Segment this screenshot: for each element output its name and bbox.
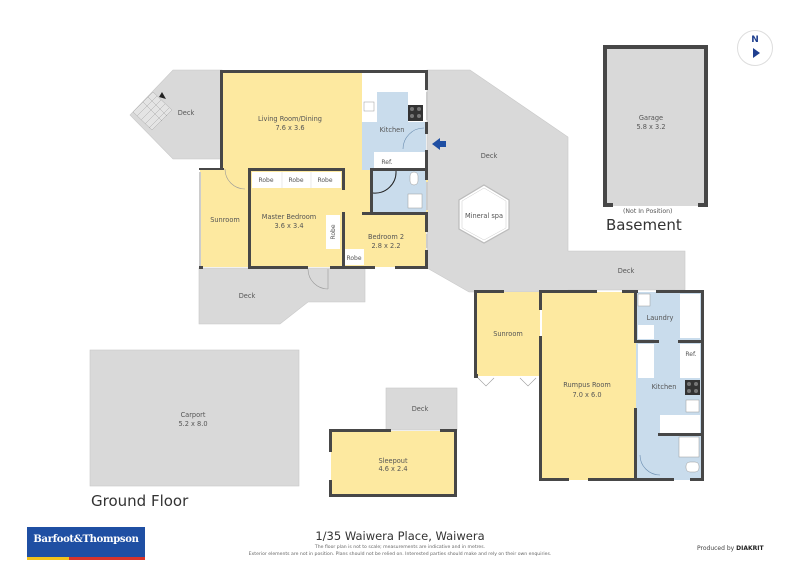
rumpus-room — [542, 292, 637, 480]
disclaimer-line-1: The floor plan is not to scale; measurem… — [314, 545, 486, 550]
mineral-spa-label: Mineral spa — [465, 212, 503, 220]
basement-not-in-position: (Not In Position) — [623, 208, 673, 215]
ground-floor-title: Ground Floor — [91, 492, 189, 510]
carport-dims: 5.2 x 8.0 — [178, 420, 207, 428]
property-address: 1/35 Waiwera Place, Waiwera — [315, 529, 485, 543]
deck-northwest-label: Deck — [178, 109, 195, 117]
deck-southwest — [198, 267, 366, 325]
carport — [89, 349, 300, 487]
bedroom-2-dims: 2.8 x 2.2 — [371, 242, 400, 250]
robe-label-4: Robe — [330, 224, 337, 239]
robe-label-2: Robe — [288, 177, 303, 184]
cooktop-icon — [408, 105, 423, 121]
living-room-label: Living Room/Dining — [258, 115, 322, 123]
produced-by-prefix: Produced by — [697, 545, 735, 552]
sleepout-dims: 4.6 x 2.4 — [378, 465, 407, 473]
logo-text: Barfoot&Thompson — [33, 534, 139, 545]
walls-garage — [603, 45, 708, 207]
walls-main-house — [199, 70, 428, 269]
cooktop-icon-2 — [685, 380, 700, 395]
living-room-dims: 7.6 x 3.6 — [275, 124, 304, 132]
laundry-tub-icon — [637, 293, 651, 307]
logo-bar-red — [69, 557, 145, 560]
rumpus-room-label: Rumpus Room — [563, 381, 611, 389]
garage-dims: 5.8 x 3.2 — [636, 123, 665, 131]
living-room — [222, 72, 363, 169]
robe-label-1: Robe — [258, 177, 273, 184]
produced-by-brand: DIAKRIT — [736, 545, 764, 552]
garage-label: Garage — [639, 114, 663, 122]
toilet-icon-2 — [685, 461, 700, 473]
compass: N — [737, 30, 773, 66]
ref2-label: Ref. — [685, 351, 696, 358]
deck-southwest-label: Deck — [239, 292, 256, 300]
barfoot-thompson-logo: Barfoot&Thompson — [27, 527, 145, 560]
bedroom-2-label: Bedroom 2 — [368, 233, 404, 241]
master-bedroom-label: Master Bedroom — [262, 213, 316, 221]
disclaimer-line-2: Exterior elements are not in position. P… — [248, 552, 552, 557]
robe-label-3: Robe — [317, 177, 332, 184]
deck-south — [385, 387, 458, 431]
sunroom-east-label: Sunroom — [493, 330, 523, 338]
stairs-icon — [132, 91, 173, 131]
shower-icon — [678, 436, 700, 458]
robe-label-5: Robe — [346, 255, 361, 262]
toilet-icon — [409, 171, 419, 186]
logo-bar-yellow — [27, 557, 69, 560]
garage — [604, 46, 706, 206]
rumpus-room-dims: 7.0 x 6.0 — [572, 391, 601, 399]
sink-icon — [363, 101, 375, 112]
kitchen2-label: Kitchen — [652, 383, 677, 391]
basement-title: Basement — [606, 216, 682, 234]
deck-south-label: Deck — [412, 405, 429, 413]
basin-icon — [407, 193, 423, 209]
ref-label: Ref. — [381, 159, 392, 166]
laundry-label: Laundry — [647, 314, 674, 322]
sunroom-west — [200, 169, 250, 267]
sleepout — [331, 431, 455, 495]
walls-sleepout — [329, 429, 457, 497]
mineral-spa — [458, 184, 510, 244]
sleepout-label: Sleepout — [378, 457, 408, 465]
carport-label: Carport — [181, 411, 206, 419]
kitchen-label: Kitchen — [380, 126, 405, 134]
deck-main-label: Deck — [481, 152, 498, 160]
produced-by: Produced by DIAKRIT — [697, 545, 764, 552]
compass-north-label: N — [751, 35, 759, 45]
sink-icon-2 — [685, 399, 700, 413]
walls-east-building — [474, 290, 704, 481]
master-bedroom-dims: 3.6 x 3.4 — [274, 222, 303, 230]
compass-arrow-icon — [753, 48, 760, 58]
entry-arrow-icon — [432, 138, 446, 150]
sunroom-west-label: Sunroom — [210, 216, 240, 224]
deck-east-label: Deck — [618, 267, 635, 275]
sunroom-east — [476, 292, 540, 376]
